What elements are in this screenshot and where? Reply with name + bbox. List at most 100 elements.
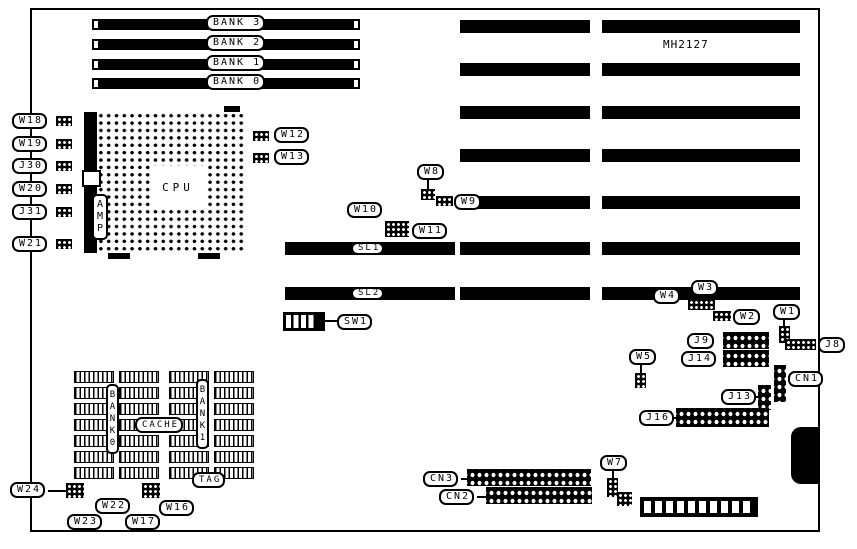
j16-label: J16 <box>639 410 675 426</box>
isa-slot-bar <box>602 63 800 76</box>
cn3-connector <box>467 469 591 486</box>
j8-label: J8 <box>818 337 846 353</box>
w8-lead-line <box>427 180 429 189</box>
w20-label: W20 <box>12 181 48 197</box>
w12-label: W12 <box>274 127 310 143</box>
cache-bank0-label: BANK0 <box>106 384 119 454</box>
w24-label: W24 <box>10 482 46 498</box>
w5-jumper <box>635 373 646 388</box>
cpu-side-notch <box>82 170 101 187</box>
w22-w23-w24-jumper <box>66 483 84 498</box>
w10-w11-jumper <box>385 221 409 237</box>
cache-chip-group-left <box>74 371 159 479</box>
cache-chip <box>119 467 159 479</box>
w10-label: W10 <box>347 202 383 218</box>
simm-clip <box>92 19 100 30</box>
keyboard-din-connector <box>791 427 818 484</box>
cache-chip <box>74 467 114 479</box>
sw1-dip-switch <box>283 312 325 331</box>
j13-connector <box>758 385 771 410</box>
w4-label: W4 <box>653 288 681 304</box>
j14-connector <box>723 350 769 367</box>
isa-slot-bar <box>460 196 590 209</box>
j8-jumper <box>785 339 816 350</box>
simm-bank1-label: BANK 1 <box>206 55 266 71</box>
simm-clip <box>352 59 360 70</box>
j9-label: J9 <box>687 333 715 349</box>
cache-chip <box>214 435 254 447</box>
aux-connector <box>617 492 632 506</box>
cache-chip <box>214 403 254 415</box>
isa-slot-bar <box>602 20 800 33</box>
isa-slot-bar <box>602 106 800 119</box>
cache-chip <box>119 403 159 415</box>
cache-tag-label: TAG <box>192 472 226 488</box>
simm-bank0-label: BANK 0 <box>206 74 266 90</box>
cache-chip <box>119 387 159 399</box>
j31-label: J31 <box>12 204 48 220</box>
isa-slot-bar <box>460 20 590 33</box>
j30-jumper <box>56 161 72 171</box>
j16-connector <box>676 408 769 427</box>
cache-chip <box>74 451 114 463</box>
j13-label: J13 <box>721 389 757 405</box>
cache-chip <box>119 371 159 383</box>
cpu-label: CPU <box>151 166 205 208</box>
w19-label: W19 <box>12 136 48 152</box>
cache-chip <box>214 451 254 463</box>
w2-label: W2 <box>733 309 761 325</box>
w12-jumper <box>253 131 269 141</box>
simm-clip <box>352 19 360 30</box>
cache-bank1-label: BANK1 <box>196 379 209 449</box>
board-model-label: MH2127 <box>663 38 709 51</box>
w20-jumper <box>56 184 72 194</box>
j30-label: J30 <box>12 158 48 174</box>
w7-lead-line <box>612 471 614 478</box>
w17-label: W17 <box>125 514 161 530</box>
board-outline <box>30 8 820 532</box>
isa-slot-bar <box>460 106 590 119</box>
w18-jumper <box>56 116 72 126</box>
cn2-label: CN2 <box>439 489 475 505</box>
w2-jumper <box>713 311 731 321</box>
simm-clip <box>92 39 100 50</box>
isa-slot-bar <box>460 242 590 255</box>
sw1-label: SW1 <box>337 314 373 330</box>
w16-w17-jumper <box>142 483 160 498</box>
cpu-tab <box>198 253 220 259</box>
cpu-tab <box>224 106 240 112</box>
j31-jumper <box>56 207 72 217</box>
isa-slot-bar <box>460 149 590 162</box>
cn3-label: CN3 <box>423 471 459 487</box>
w22-label: W22 <box>95 498 131 514</box>
w1-lead-line <box>783 320 785 326</box>
simm-clip <box>92 59 100 70</box>
sw1-lead-line <box>325 320 337 322</box>
w9-jumper <box>436 196 453 206</box>
simm-clip <box>352 78 360 89</box>
w13-label: W13 <box>274 149 310 165</box>
cache-label: CACHE <box>135 417 184 433</box>
w24-lead-line <box>48 490 66 492</box>
j9-connector <box>723 332 769 349</box>
cn2-connector <box>486 487 592 504</box>
cn3-lead-line <box>461 478 469 480</box>
w21-label: W21 <box>12 236 48 252</box>
w21-jumper <box>56 239 72 249</box>
w9-label: W9 <box>454 194 482 210</box>
w13-jumper <box>253 153 269 163</box>
isa-slot-bar <box>460 287 590 300</box>
cache-chip <box>214 371 254 383</box>
cache-chip <box>214 419 254 431</box>
cache-chip <box>119 435 159 447</box>
sl1-label: SL1 <box>351 242 385 255</box>
w1-label: W1 <box>773 304 801 320</box>
w5-label: W5 <box>629 349 657 365</box>
cache-chip <box>169 451 209 463</box>
w7-jumper <box>607 478 618 497</box>
cpu-tab <box>108 253 130 259</box>
isa-slot-bar <box>602 196 800 209</box>
w16-label: W16 <box>159 500 195 516</box>
w23-label: W23 <box>67 514 103 530</box>
